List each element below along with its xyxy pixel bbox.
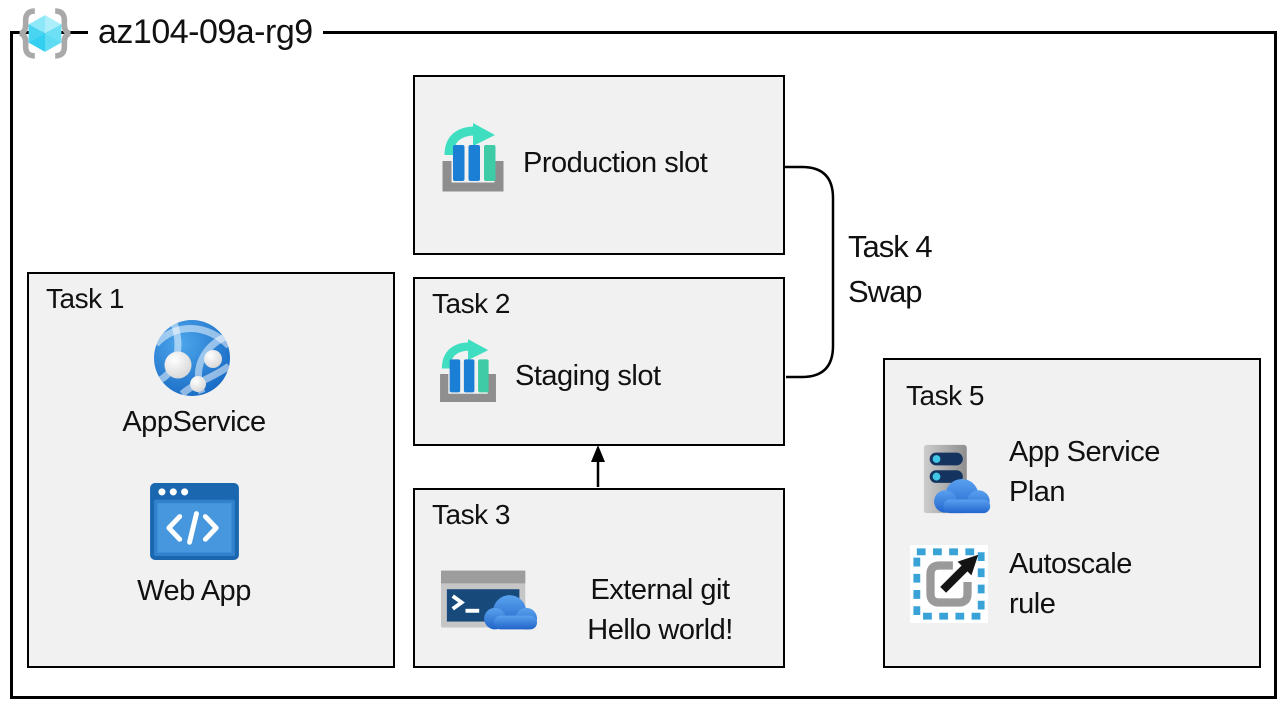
resource-group-title: az104-09a-rg9 [88,12,323,52]
deployment-slot-icon [437,123,509,204]
task5-box: Task 5 App Service [883,358,1261,668]
staging-slot-label: Staging slot [515,360,661,392]
app-service-plan-label-line2: Plan [1009,476,1066,508]
autoscale-label-line1: Autoscale [1009,548,1132,580]
task1-box: Task 1 AppService [27,272,395,668]
task1-title: Task 1 [46,283,124,314]
app-service-label: AppService [122,406,266,438]
resource-group-boundary [10,31,1277,699]
task3-title: Task 3 [432,499,510,530]
task5-title: Task 5 [906,380,984,411]
task4-swap-label: Swap [848,274,923,309]
app-service-icon [152,318,232,403]
task3-box: Task 3 External git Hello world! [413,488,785,668]
task3-text-line2: Hello world! [587,614,733,646]
web-app-icon [150,483,239,565]
autoscale-icon [910,545,988,628]
web-app-label: Web App [137,575,251,607]
task2-box: Task 2 Staging slot [413,277,785,446]
app-service-plan-icon [917,442,997,523]
app-service-plan-label-line1: App Service [1009,436,1160,468]
resource-group-icon [15,5,75,62]
task3-text-line1: External git [590,574,730,606]
task4-title: Task 4 [848,229,933,264]
autoscale-label-line2: rule [1009,588,1056,620]
cloud-shell-icon [441,564,539,641]
task2-title: Task 2 [432,288,510,319]
production-slot-box: Production slot [413,75,785,255]
production-slot-label: Production slot [523,147,708,179]
deployment-slot-icon [435,339,501,414]
